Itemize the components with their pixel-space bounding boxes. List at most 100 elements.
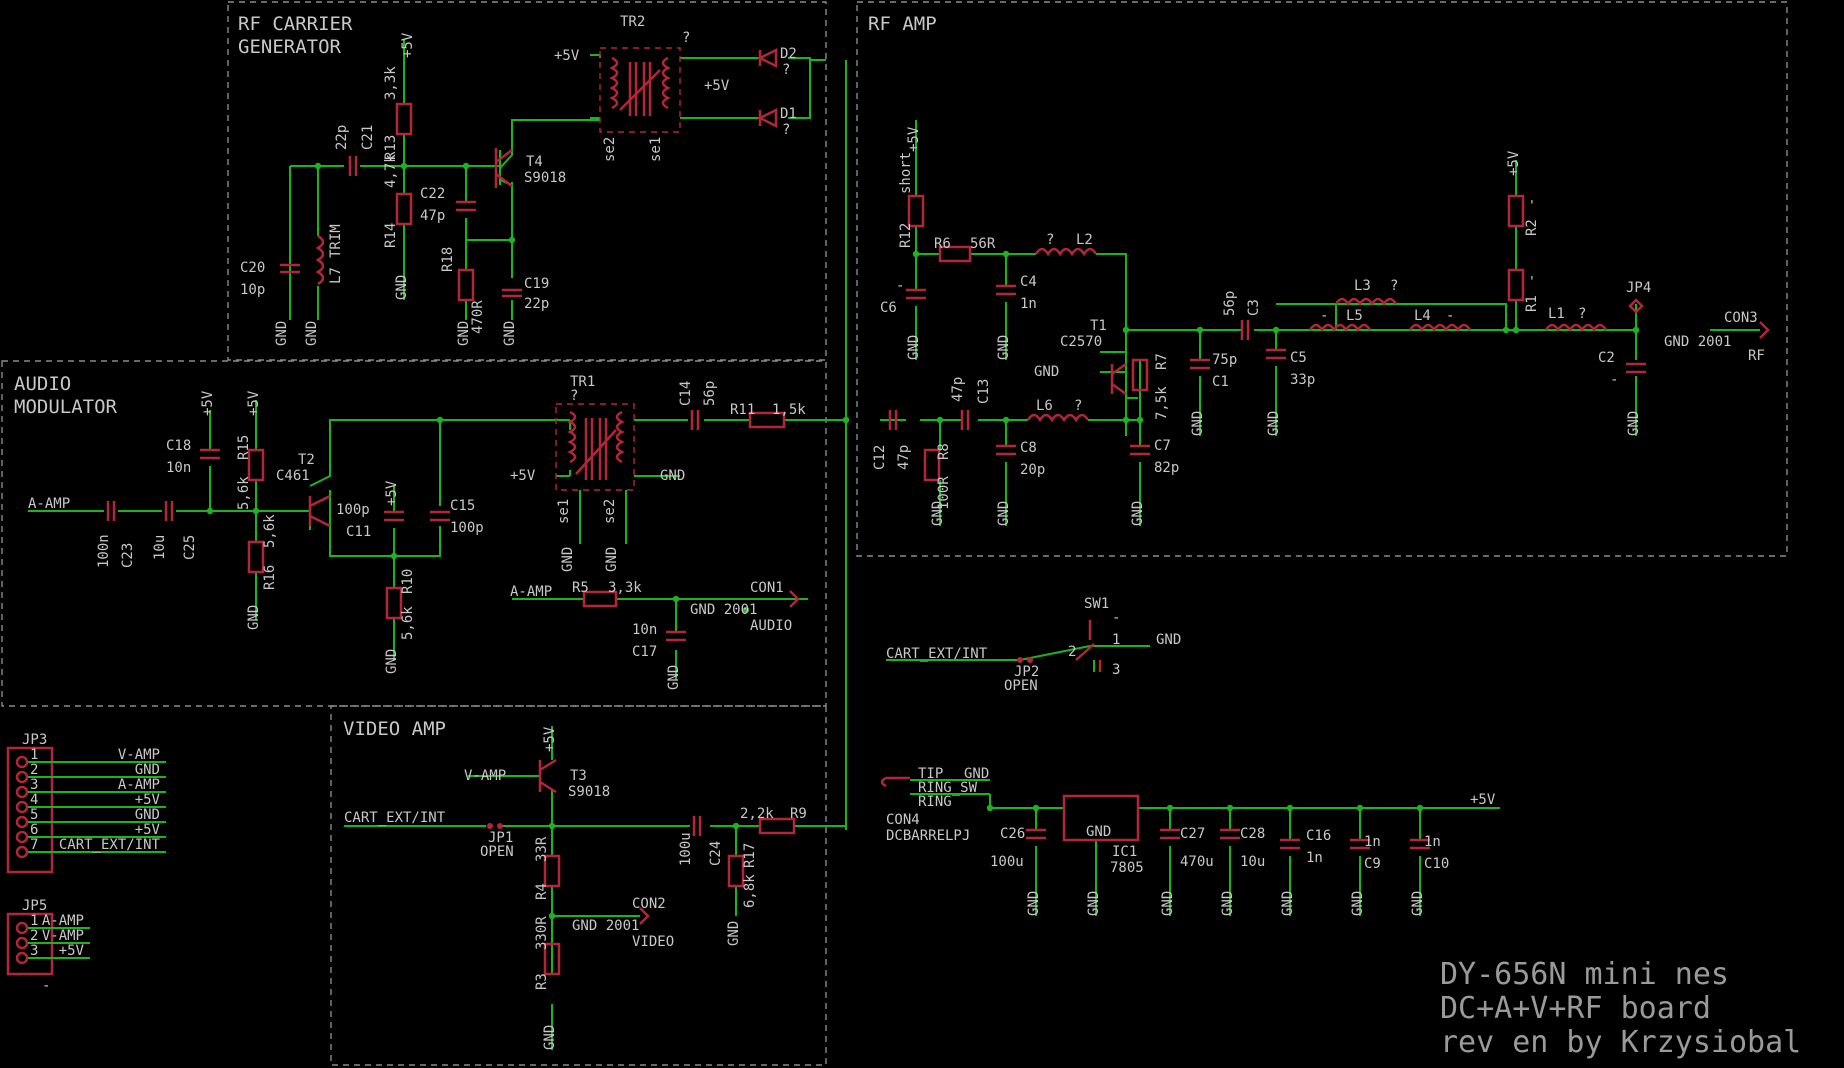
title-line-2: DC+A+V+RF board xyxy=(1440,991,1711,1026)
c5-capacitor xyxy=(1266,348,1286,360)
svg-text:1,5k: 1,5k xyxy=(772,402,806,418)
d2-diode xyxy=(757,47,778,69)
c17-capacitor xyxy=(666,630,686,642)
svg-text:-: - xyxy=(1320,308,1328,324)
svg-text:GND: GND xyxy=(1160,891,1176,916)
jp3-pin-number: 3 xyxy=(30,777,38,793)
svg-text:C13: C13 xyxy=(976,379,992,404)
svg-text:33p: 33p xyxy=(1290,372,1315,388)
svg-text:C27: C27 xyxy=(1180,826,1205,842)
svg-text:+5V: +5V xyxy=(200,390,216,416)
svg-text:GND: GND xyxy=(1626,411,1642,436)
svg-text:R5: R5 xyxy=(572,580,589,596)
jp3-pin-5 xyxy=(15,815,29,829)
jp3-pin-net: CART_EXT/INT xyxy=(59,837,161,853)
svg-text:S9018: S9018 xyxy=(568,784,610,800)
svg-text:R14: R14 xyxy=(383,223,399,248)
jp3-pin-net: A-AMP xyxy=(118,777,160,793)
svg-text:R3: R3 xyxy=(534,973,550,990)
c6-capacitor xyxy=(906,288,926,300)
svg-text:DCBARRELPJ: DCBARRELPJ xyxy=(886,828,970,844)
svg-text:22p: 22p xyxy=(334,125,350,150)
jp5-pin-number: 2 xyxy=(30,928,38,944)
svg-text:1n: 1n xyxy=(1306,850,1323,866)
svg-text:A-AMP: A-AMP xyxy=(510,584,552,600)
c28-capacitor xyxy=(1220,828,1240,840)
c4-capacitor xyxy=(996,284,1016,296)
jp4-testpoint xyxy=(1628,298,1644,314)
svg-text:GND: GND xyxy=(246,605,262,630)
rf-amp-block: +5V short R12 R6 56R ? L2 C4 1n C6 - T1 … xyxy=(842,120,1770,526)
svg-text:GND: GND xyxy=(394,275,410,300)
svg-text:GND: GND xyxy=(1086,891,1102,916)
audio-modulator-block: A-AMP 100n C23 10u C25 +5V +5V C18 10n R… xyxy=(28,60,850,830)
svg-text:S9018: S9018 xyxy=(524,170,566,186)
c20-capacitor xyxy=(280,263,300,274)
jp3-pin-4 xyxy=(15,800,29,814)
svg-text:56p: 56p xyxy=(1222,291,1238,316)
svg-text:+5V: +5V xyxy=(510,468,536,484)
svg-text:R17: R17 xyxy=(742,843,758,868)
svg-text:T1: T1 xyxy=(1090,318,1107,334)
svg-text:GND: GND xyxy=(502,321,518,346)
jp3-pin-6 xyxy=(15,830,29,844)
l1-inductor xyxy=(1544,323,1608,333)
svg-text:R1: R1 xyxy=(1524,295,1540,312)
svg-text:AUDIO: AUDIO xyxy=(750,618,792,634)
r9-resistor xyxy=(758,817,796,835)
svg-text:+5V: +5V xyxy=(554,48,580,64)
svg-text:C7: C7 xyxy=(1154,438,1171,454)
svg-text:1n: 1n xyxy=(1424,834,1441,850)
svg-text:75p: 75p xyxy=(1212,352,1237,368)
t3-transistor xyxy=(538,758,557,794)
svg-text:short: short xyxy=(898,152,914,194)
svg-text:+5V: +5V xyxy=(704,78,730,94)
svg-text:+5V: +5V xyxy=(246,390,262,416)
jp3-pin-1 xyxy=(15,755,29,769)
svg-text:GND: GND xyxy=(1034,364,1059,380)
svg-text:JP3: JP3 xyxy=(22,732,47,748)
svg-text:se1: se1 xyxy=(648,137,664,162)
svg-text:4,7k: 4,7k xyxy=(383,154,399,188)
svg-text:330R: 330R xyxy=(534,916,550,950)
r8-resistor xyxy=(923,448,941,482)
svg-text:GND: GND xyxy=(666,665,682,690)
l2-inductor xyxy=(1034,247,1098,257)
c22-capacitor xyxy=(456,200,476,212)
svg-text:C10: C10 xyxy=(1424,856,1449,872)
svg-text:C21: C21 xyxy=(360,125,376,150)
audio-modulator-frame xyxy=(1,360,827,707)
svg-text:GND: GND xyxy=(1220,891,1236,916)
l6-inductor xyxy=(1026,413,1090,423)
c3-capacitor xyxy=(1240,320,1250,340)
jp3-pin-number: 4 xyxy=(30,792,38,808)
svg-text:+5V: +5V xyxy=(1506,150,1522,176)
svg-text:R2: R2 xyxy=(1524,219,1540,236)
svg-text:JP5: JP5 xyxy=(22,898,47,914)
svg-text:56p: 56p xyxy=(702,381,718,406)
svg-text:C14: C14 xyxy=(678,381,694,406)
svg-text:470u: 470u xyxy=(1180,854,1214,870)
r13-resistor xyxy=(395,102,413,136)
rf-carrier-generator-frame xyxy=(227,1,827,361)
svg-text:R6: R6 xyxy=(934,236,951,252)
svg-text:+5V: +5V xyxy=(384,480,400,506)
section-title-video: VIDEO AMP xyxy=(343,718,446,740)
svg-text:R18: R18 xyxy=(440,247,456,272)
svg-text:C6: C6 xyxy=(880,300,897,316)
c13-capacitor xyxy=(960,410,970,430)
svg-text:L1: L1 xyxy=(1548,306,1565,322)
svg-text:R15: R15 xyxy=(236,435,252,460)
svg-text:CON4: CON4 xyxy=(886,812,920,828)
section-title-rf-gen-line1: RF CARRIER xyxy=(238,13,353,35)
svg-text:TR1: TR1 xyxy=(570,374,595,390)
svg-text:TR2: TR2 xyxy=(620,14,645,30)
r7-resistor xyxy=(1131,358,1149,392)
svg-text:se2: se2 xyxy=(602,499,618,524)
svg-text:1n: 1n xyxy=(1020,296,1037,312)
t4-transistor xyxy=(494,148,513,188)
svg-text:100n: 100n xyxy=(96,534,112,568)
svg-text:20p: 20p xyxy=(1020,462,1045,478)
svg-text:C2: C2 xyxy=(1598,350,1615,366)
